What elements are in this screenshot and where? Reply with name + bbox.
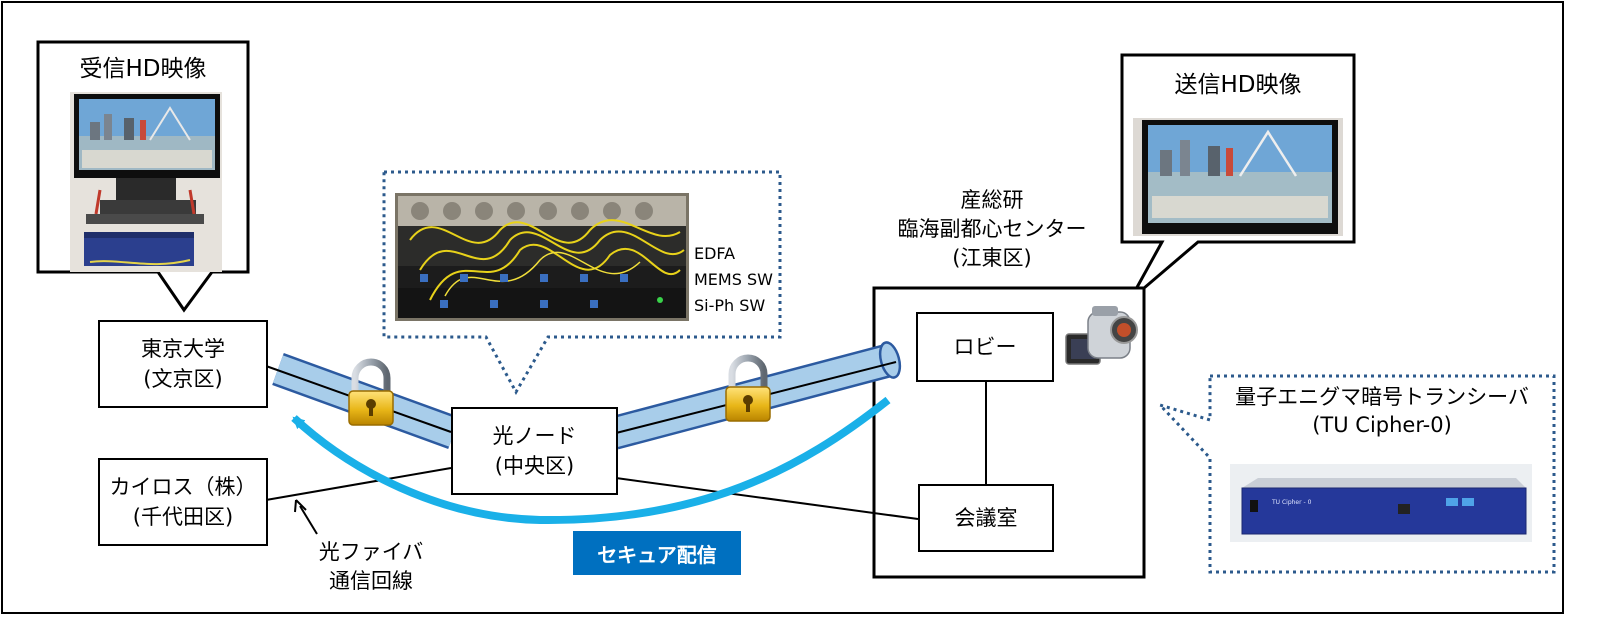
fiber-label-line2: 通信回線 xyxy=(329,569,413,593)
site-optical-node-name: 光ノード xyxy=(492,424,577,448)
diagram-frame xyxy=(1,1,1564,614)
site-tokyo-univ-ward: (文京区) xyxy=(143,367,223,391)
site-kairos-name: カイロス（株） xyxy=(109,475,257,499)
transceiver-label: 量子エニグマ暗号トランシーバ (TU Cipher-0) xyxy=(1214,383,1550,439)
video-camera-icon xyxy=(1065,306,1138,365)
site-meeting-room-name: 会議室 xyxy=(954,506,1018,530)
fiber-line-kairos xyxy=(265,467,452,501)
tx-callout-title: 送信HD映像 xyxy=(1174,72,1302,98)
site-meeting-room: 会議室 xyxy=(918,484,1054,552)
transceiver-plate-text: TU Cipher - 0 xyxy=(1271,499,1312,506)
site-kairos-ward: (千代田区) xyxy=(132,505,234,529)
node-equipment-labels: EDFA MEMS SW Si-Ph SW xyxy=(694,241,778,319)
secure-delivery-arrow xyxy=(291,396,891,525)
fiber-pointer-arrow xyxy=(299,505,318,535)
rx-callout-title: 受信HD映像 xyxy=(79,56,207,82)
site-optical-node: 光ノード (中央区) xyxy=(451,407,618,495)
aist-name: 産総研 xyxy=(960,188,1024,212)
transceiver-name: 量子エニグマ暗号トランシーバ xyxy=(1235,385,1529,409)
secure-delivery-badge: セキュア配信 xyxy=(573,531,741,575)
aist-center: 臨海副都心センター xyxy=(897,217,1087,241)
si-ph-sw-label: Si-Ph SW xyxy=(694,296,766,315)
aist-ward: (江東区) xyxy=(952,246,1032,270)
site-tokyo-univ: 東京大学 (文京区) xyxy=(98,320,268,408)
site-lobby: ロビー xyxy=(916,312,1054,382)
fiber-line-meeting xyxy=(615,477,919,520)
optical-node-rack-photo xyxy=(395,193,689,321)
fiber-label: 光ファイバ 通信回線 xyxy=(306,538,436,596)
padlock-left-icon xyxy=(348,358,394,426)
fiber-tube-end xyxy=(878,341,902,379)
tx-video-photo xyxy=(1133,118,1343,236)
transceiver-model: (TU Cipher-0) xyxy=(1312,413,1452,437)
aist-label: 産総研 臨海副都心センター (江東区) xyxy=(872,186,1112,273)
rx-video-photo xyxy=(70,92,222,272)
fiber-label-line1: 光ファイバ xyxy=(318,540,424,564)
site-kairos: カイロス（株） (千代田区) xyxy=(98,458,268,546)
site-optical-node-ward: (中央区) xyxy=(494,454,575,478)
site-tokyo-univ-name: 東京大学 xyxy=(141,337,225,361)
transceiver-photo: TU Cipher - 0 xyxy=(1230,464,1532,542)
edfa-label: EDFA xyxy=(694,244,736,263)
padlock-right-icon xyxy=(725,354,771,422)
mems-sw-label: MEMS SW xyxy=(694,270,773,289)
site-lobby-name: ロビー xyxy=(953,335,1017,359)
